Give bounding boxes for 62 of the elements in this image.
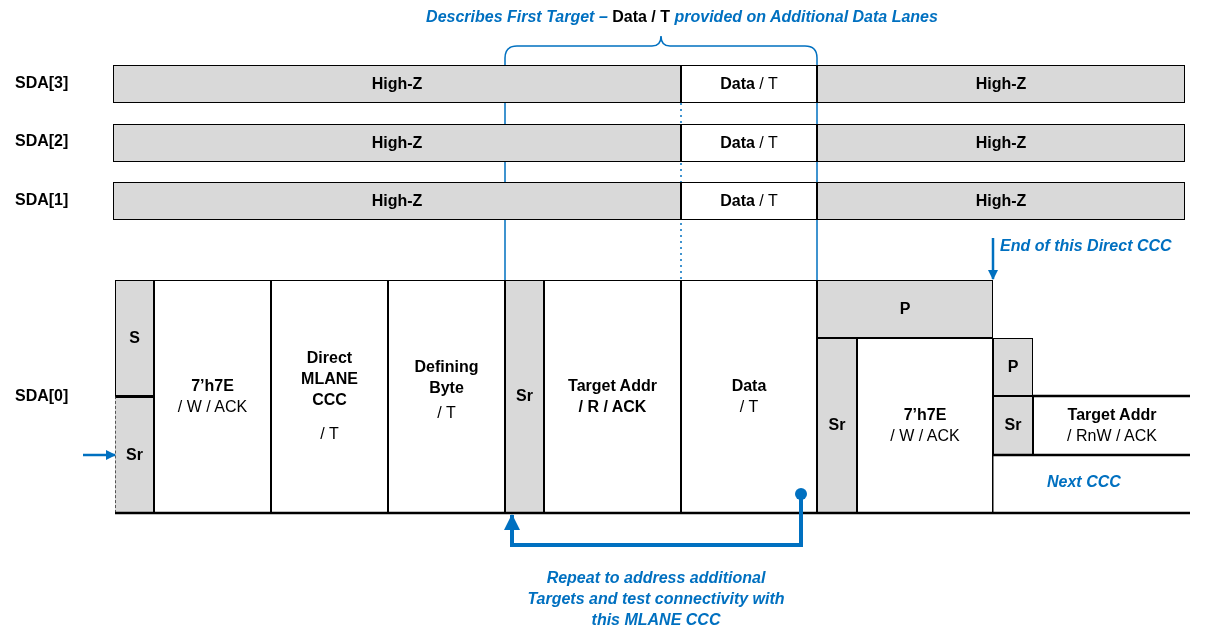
field-label: Target Addr — [1067, 404, 1157, 425]
lane-state-box — [817, 65, 1185, 103]
annotation-text: End of this Direct CCC — [1000, 235, 1172, 256]
signal-name: SDA[0] — [15, 387, 69, 405]
field-label: Target Addr — [568, 375, 657, 396]
data-field-box — [681, 65, 817, 103]
lane-state-box — [113, 182, 681, 220]
field-label: Sr — [516, 386, 533, 407]
field-sublabel: / T — [437, 402, 456, 423]
address-field — [544, 280, 681, 513]
state-label: High-Z — [975, 73, 1027, 94]
arrow — [988, 238, 998, 280]
repeated-start-field — [115, 396, 154, 513]
field-label: Data / T — [720, 132, 778, 153]
lane-state-box — [817, 124, 1185, 162]
lane-state-box — [113, 65, 681, 103]
data-field — [681, 280, 817, 513]
address-field — [154, 280, 271, 513]
signal-name: SDA[1] — [15, 191, 69, 209]
data-field-box — [681, 182, 817, 220]
start-field — [115, 280, 154, 396]
field-label: P — [899, 298, 911, 319]
field-label: Sr — [126, 444, 143, 465]
field-label: 7’h7E — [191, 375, 234, 396]
title: Describes First Target – Data / T provided on Additional Data Lanes — [425, 8, 939, 26]
field-label: Defining Byte — [413, 357, 480, 399]
field-label: P — [1007, 356, 1019, 377]
stop-field — [817, 280, 993, 338]
arrow — [83, 450, 116, 460]
field-label: Data / T — [720, 73, 778, 94]
defining-byte-field — [388, 280, 505, 513]
lane-state-box — [113, 124, 681, 162]
address-field — [857, 338, 993, 513]
field-label: 7’h7E — [903, 404, 947, 425]
repeated-start-field — [993, 396, 1033, 455]
field-sublabel: / T — [739, 396, 759, 417]
field-label: Sr — [1004, 415, 1022, 436]
field-label: Data / T — [720, 190, 778, 211]
data-field-box — [681, 124, 817, 162]
field-sublabel: / R / ACK — [578, 396, 647, 417]
field-sublabel: / RnW / ACK — [1067, 425, 1157, 446]
stop-field — [993, 338, 1033, 396]
field-label: Direct MLANE CCC — [300, 347, 359, 410]
repeated-start-field — [505, 280, 544, 513]
state-label: High-Z — [371, 132, 423, 153]
signal-name: SDA[3] — [15, 74, 69, 92]
state-label: High-Z — [975, 190, 1027, 211]
field-sublabel: / W / ACK — [890, 425, 960, 446]
state-label: High-Z — [371, 73, 423, 94]
field-label: S — [129, 327, 140, 348]
annotation-text: Next CCC — [1047, 473, 1121, 491]
arrow — [504, 488, 807, 547]
lane-state-box — [817, 182, 1185, 220]
command-field — [271, 280, 388, 513]
repeated-start-field — [817, 338, 857, 513]
state-label: High-Z — [371, 190, 423, 211]
signal-name: SDA[2] — [15, 132, 69, 150]
field-label: Sr — [828, 415, 846, 436]
field-sublabel: / T — [320, 424, 339, 445]
field-label: Data — [731, 375, 767, 396]
field-sublabel: / W / ACK — [177, 396, 248, 417]
state-label: High-Z — [975, 132, 1027, 153]
